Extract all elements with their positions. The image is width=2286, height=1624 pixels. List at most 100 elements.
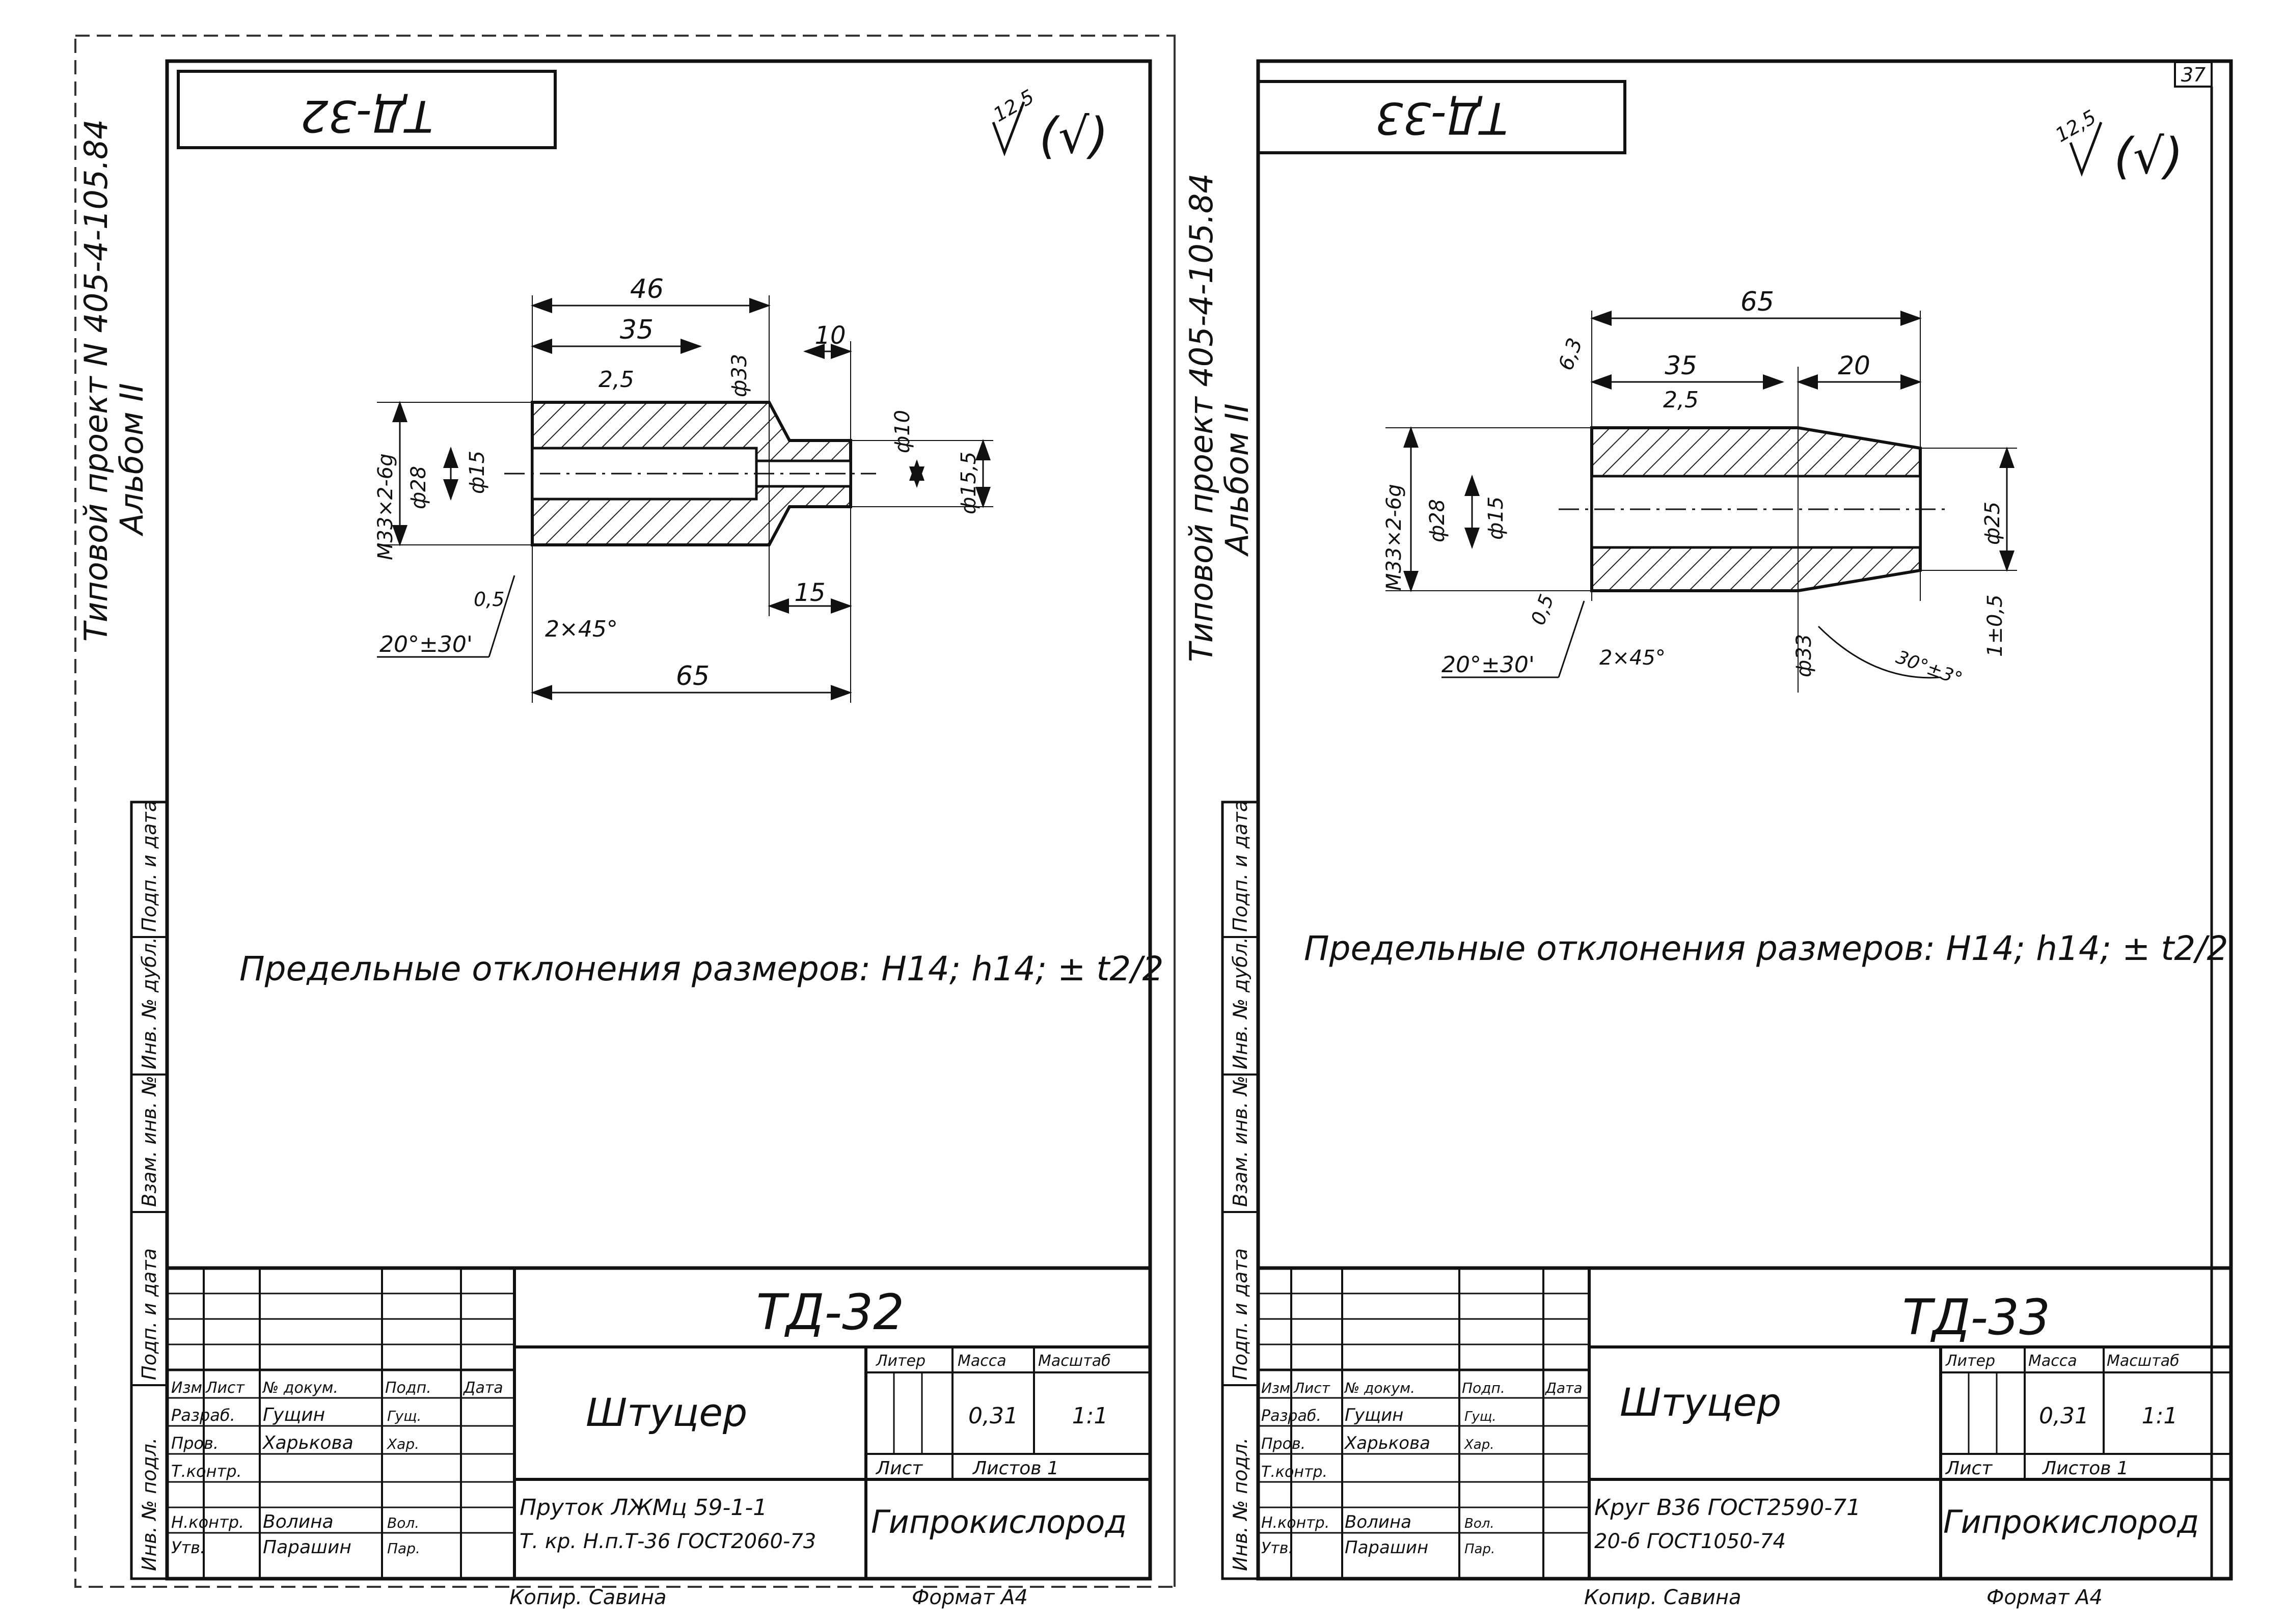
format-label: Формат А4: [912, 1586, 1028, 1609]
svg-text:Изм: Изм: [171, 1379, 202, 1397]
svg-text:Масса: Масса: [958, 1352, 1006, 1370]
svg-text:Хар.: Хар.: [1463, 1437, 1494, 1452]
svg-text:Масса: Масса: [2028, 1352, 2077, 1370]
svg-text:20: 20: [1838, 351, 1870, 380]
side-strip: Подп. и дата Инв. № дубл. Взам. инв. № П…: [130, 800, 169, 1580]
header-code: ТД-33: [1375, 92, 1508, 143]
svg-text:35: 35: [620, 315, 654, 345]
svg-text:Пар.: Пар.: [387, 1540, 420, 1557]
svg-text:Лист: Лист: [875, 1458, 923, 1479]
sheet-td32: ТД-32 12,5 (√) Типовой проект N 405-4-10…: [74, 35, 1176, 1609]
part-name: Штуцер: [586, 1390, 747, 1435]
svg-text:2×45°: 2×45°: [1599, 646, 1666, 670]
svg-text:Пар.: Пар.: [1464, 1542, 1495, 1557]
svg-text:65: 65: [676, 661, 710, 692]
svg-text:2,5: 2,5: [1663, 387, 1699, 413]
svg-text:ф28: ф28: [407, 466, 430, 509]
svg-text:Листов 1: Листов 1: [2042, 1458, 2129, 1479]
svg-text:Лист: Лист: [205, 1379, 246, 1397]
svg-text:Взам. инв. №: Взам. инв. №: [1229, 1076, 1251, 1207]
svg-text:Волина: Волина: [263, 1511, 334, 1532]
svg-text:Лист: Лист: [1293, 1380, 1330, 1396]
svg-text:М33×2-6g: М33×2-6g: [374, 453, 397, 560]
svg-text:ф15,5: ф15,5: [957, 452, 981, 514]
svg-text:(√): (√): [2114, 128, 2183, 185]
svg-text:Парашин: Парашин: [263, 1537, 351, 1558]
svg-text:0,5: 0,5: [474, 588, 504, 611]
svg-text:Гущин: Гущин: [1345, 1405, 1403, 1425]
svg-text:Подп. и дата: Подп. и дата: [138, 800, 160, 932]
header-code-box: [1257, 80, 1626, 154]
svg-text:ф15: ф15: [466, 451, 489, 494]
svg-text:ф28: ф28: [1426, 499, 1449, 542]
svg-text:М33×2-6g: М33×2-6g: [1382, 484, 1406, 591]
svg-text:Подп.: Подп.: [385, 1379, 431, 1397]
margin-note: Типовой проект N 405-4-105.84: [77, 119, 115, 642]
copied-by: Копир. Савина: [509, 1586, 667, 1609]
svg-text:35: 35: [1665, 351, 1697, 380]
part-section-drawing: 65 6,3 35 20 2,5 М33×2-6g ф28 ф15 ф25 0,…: [1382, 287, 2017, 693]
svg-text:Изм: Изм: [1261, 1380, 1290, 1396]
tolerance-note: Предельные отклонения размеров: Н14; h14…: [1304, 929, 2228, 968]
tolerance-note: Предельные отклонения размеров: Н14; h14…: [239, 949, 1163, 988]
svg-text:Вол.: Вол.: [1464, 1516, 1494, 1531]
svg-text:Н.контр.: Н.контр.: [1261, 1514, 1329, 1532]
svg-text:Т.контр.: Т.контр.: [171, 1462, 242, 1481]
page-number: 37: [2181, 64, 2206, 86]
mass-value: 0,31: [2039, 1403, 2089, 1429]
roughness-mark: 12,5 (√): [990, 85, 1109, 164]
svg-text:Инв. № дубл.: Инв. № дубл.: [1229, 937, 1251, 1069]
svg-text:Подп.: Подп.: [1462, 1380, 1505, 1396]
copied-by: Копир. Савина: [1584, 1586, 1741, 1609]
svg-text:12,5: 12,5: [990, 85, 1038, 126]
svg-text:Утв.: Утв.: [1261, 1539, 1293, 1557]
svg-text:Хар.: Хар.: [386, 1436, 419, 1452]
svg-text:Гущ.: Гущ.: [387, 1408, 421, 1424]
material-line-2: 20-б ГОСТ1050-74: [1594, 1530, 1786, 1553]
svg-text:1±0,5: 1±0,5: [1983, 594, 2007, 657]
svg-text:Подп. и дата: Подп. и дата: [1229, 1248, 1251, 1380]
margin-note: Типовой проект 405-4-105.84: [1183, 173, 1220, 662]
svg-text:0,5: 0,5: [1527, 591, 1558, 628]
svg-text:15: 15: [794, 579, 825, 607]
mass-value: 0,31: [968, 1403, 1018, 1429]
cut-line: [74, 35, 1176, 1588]
svg-text:65: 65: [1740, 287, 1774, 317]
svg-text:Т.контр.: Т.контр.: [1261, 1463, 1327, 1481]
svg-text:ф33: ф33: [728, 354, 751, 397]
svg-text:Парашин: Парашин: [1345, 1537, 1428, 1558]
svg-text:Лист: Лист: [1945, 1458, 1993, 1479]
svg-text:Вол.: Вол.: [387, 1515, 419, 1531]
margin-note-2: Альбом II: [113, 383, 150, 537]
svg-text:2×45°: 2×45°: [545, 616, 618, 642]
svg-text:10: 10: [814, 321, 846, 350]
scale-value: 1:1: [1072, 1403, 1108, 1429]
svg-text:Н.контр.: Н.контр.: [171, 1512, 244, 1532]
title-block: Изм Лист № докум. Подп. Дата Разраб. Про…: [165, 1266, 1152, 1581]
roughness-mark: 12,5 (√): [2052, 105, 2184, 185]
svg-text:Утв.: Утв.: [171, 1538, 205, 1557]
svg-text:(√): (√): [1039, 107, 1108, 164]
svg-text:20°±30': 20°±30': [1441, 652, 1535, 678]
svg-text:ф10: ф10: [891, 410, 914, 453]
svg-text:Масштаб: Масштаб: [2107, 1352, 2180, 1370]
title-block: Изм Лист № докум. Подп. Дата Разраб. Про…: [1256, 1266, 2233, 1581]
svg-text:Харькова: Харькова: [1344, 1433, 1430, 1453]
svg-text:Инв. № дубл.: Инв. № дубл.: [138, 937, 160, 1069]
page-number-box: 37: [2174, 61, 2213, 88]
svg-text:Листов 1: Листов 1: [972, 1458, 1059, 1479]
svg-text:ф25: ф25: [1981, 502, 2004, 545]
svg-text:Литер: Литер: [876, 1352, 926, 1370]
svg-text:Взам. инв. №: Взам. инв. №: [138, 1076, 160, 1207]
svg-text:Разраб.: Разраб.: [1261, 1407, 1321, 1425]
svg-text:Пров.: Пров.: [1261, 1435, 1305, 1453]
material-line-1: Круг В36 ГОСТ2590-71: [1594, 1495, 1861, 1521]
company-name: Гипрокислород: [871, 1503, 1127, 1540]
title-code: ТД-33: [1902, 1289, 2050, 1346]
svg-text:Гущ.: Гущ.: [1464, 1409, 1496, 1424]
svg-text:Пров.: Пров.: [171, 1434, 219, 1453]
side-strip: Подп. и дата Инв. № дубл. Взам. инв. № П…: [1221, 800, 1260, 1580]
svg-text:Подп. и дата: Подп. и дата: [1229, 800, 1251, 932]
svg-text:2,5: 2,5: [598, 367, 634, 393]
header-code: ТД-32: [301, 90, 433, 141]
